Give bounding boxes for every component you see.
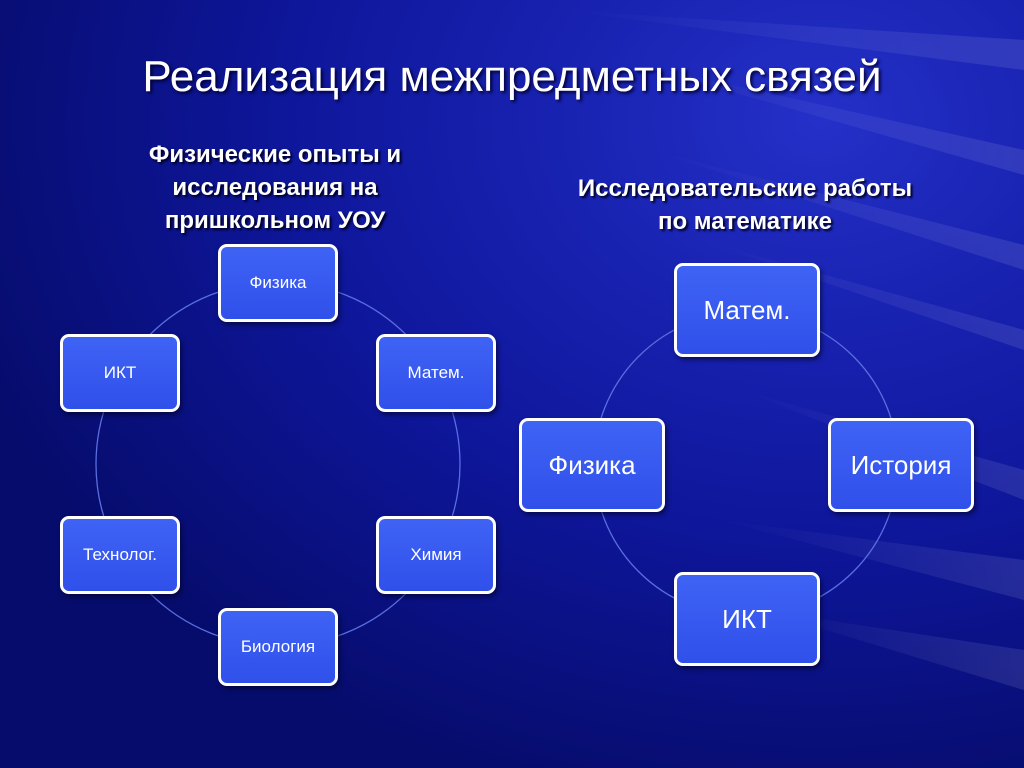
- left-heading-line-1: Физические опыты и: [148, 141, 402, 168]
- slide-title: Реализация межпредметных связей: [142, 52, 882, 101]
- left-node-chemistry: Химия: [376, 516, 496, 594]
- right-node-math: Матем.: [674, 263, 820, 357]
- left-node-biology: Биология: [218, 608, 338, 686]
- left-node-technology: Технолог.: [60, 516, 180, 594]
- right-heading: Исследовательские работы по математике: [520, 172, 970, 238]
- right-heading-line-1: Исследовательские работы: [577, 175, 913, 202]
- left-heading-line-3: пришкольном УОУ: [164, 207, 386, 234]
- left-node-physics: Физика: [218, 244, 338, 322]
- right-node-ict: ИКТ: [674, 572, 820, 666]
- left-heading-line-2: исследования на: [172, 174, 378, 201]
- left-heading: Физические опыты и исследования на пришк…: [80, 138, 470, 237]
- left-node-ict: ИКТ: [60, 334, 180, 412]
- right-node-history: История: [828, 418, 974, 512]
- left-node-math: Матем.: [376, 334, 496, 412]
- right-node-physics: Физика: [519, 418, 665, 512]
- right-heading-line-2: по математике: [657, 208, 833, 235]
